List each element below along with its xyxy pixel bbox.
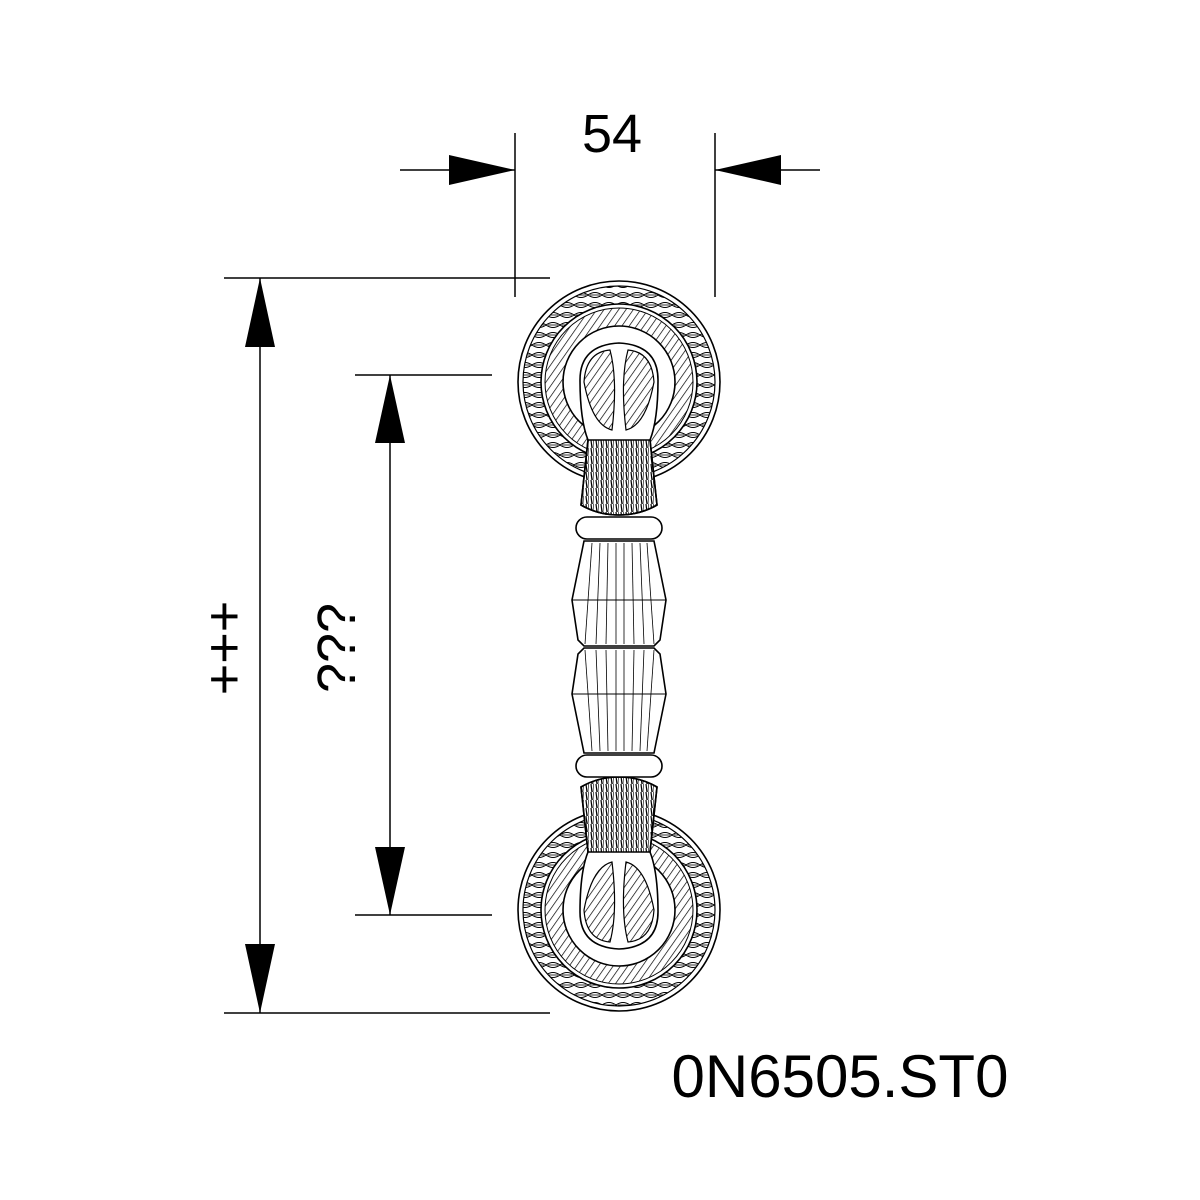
- width-dimension: [400, 133, 820, 297]
- top-collar: [575, 516, 663, 540]
- grip: [571, 540, 667, 754]
- overall-length-dimension: [224, 277, 550, 1014]
- center-arrow-top: [375, 375, 405, 443]
- bottom-foot: [579, 776, 659, 950]
- overall-length-label: +++: [194, 601, 254, 696]
- top-foot: [579, 342, 659, 516]
- product-code: 0N6505.ST0: [671, 1043, 1009, 1110]
- center-distance-dimension: [355, 374, 492, 916]
- overall-arrow-top: [245, 278, 275, 347]
- overall-arrow-bottom: [245, 944, 275, 1013]
- center-distance-label: ???: [307, 603, 367, 693]
- width-arrow-left: [449, 155, 515, 185]
- width-dimension-label: 54: [582, 104, 642, 164]
- width-arrow-right: [715, 155, 781, 185]
- center-arrow-bottom: [375, 847, 405, 915]
- bottom-collar: [575, 754, 663, 778]
- door-handle: [517, 280, 721, 1012]
